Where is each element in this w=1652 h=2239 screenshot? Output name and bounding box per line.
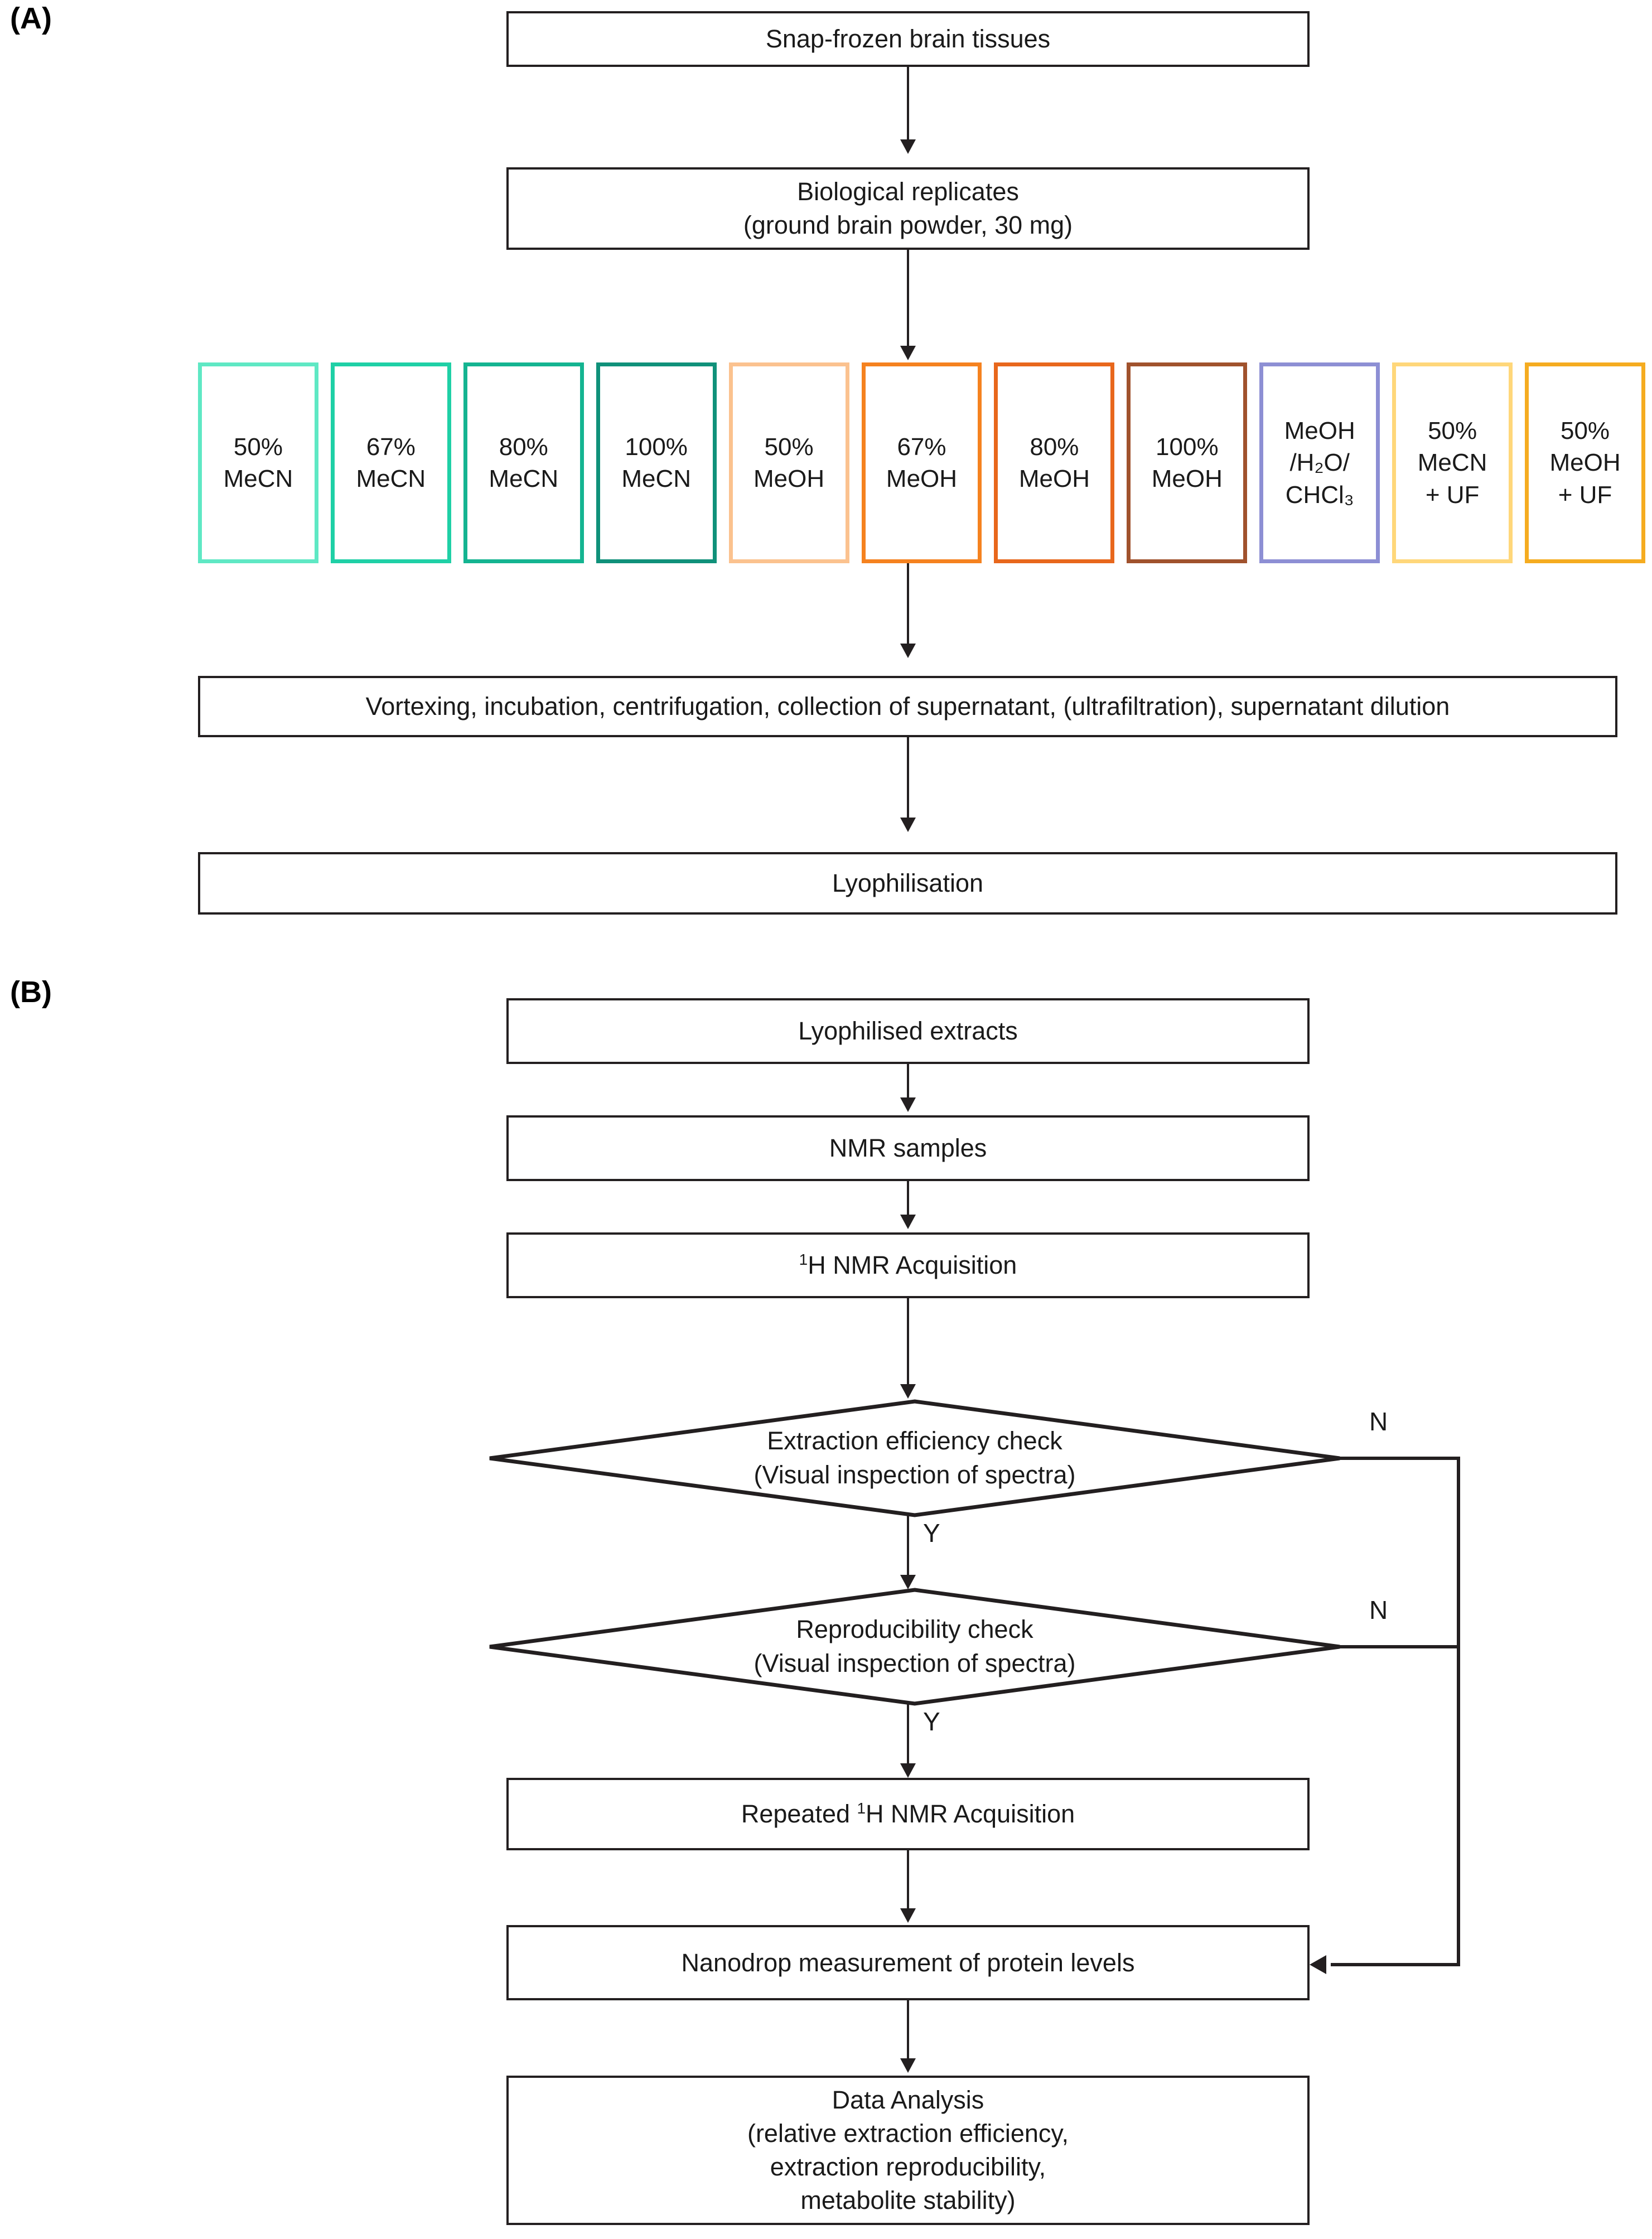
branch-label-reproducibility-yes: Y [923,1707,940,1736]
connector-reproducibility-no-horizontal [1339,1645,1460,1648]
solvent-box-4-line2: MeOH [753,465,825,492]
solvent-box-6: 80% MeOH [994,362,1115,563]
box-lyophilised-extracts: Lyophilised extracts [506,998,1310,1064]
connector-tissues-to-replicates [907,67,909,143]
solvent-box-2: 80% MeCN [463,362,584,563]
arrowhead-reproducibility-yes [900,1763,916,1778]
solvent-box-1-line2: MeCN [356,465,426,492]
solvent-box-7-line2: MeOH [1151,465,1223,492]
solvent-box-8-line2: /H₂O/ [1289,449,1350,477]
connector-processing-to-lyophilisation [907,737,909,821]
box-biological-replicates-line2: (ground brain powder, 30 mg) [743,211,1073,239]
arrowhead-tissues-to-replicates [900,139,916,154]
solvent-box-3: 100% MeCN [596,362,717,563]
decision-reproducibility-shape [489,1588,1340,1706]
solvent-box-8: MeOH/H₂O/CHCl₃ [1259,362,1380,563]
solvent-box-0-line2: MeCN [223,465,293,492]
connector-efficiency-no-horizontal [1339,1457,1460,1460]
arrowhead-no-return-into-nanodrop [1310,1955,1326,1974]
solvent-box-1-line1: 67% [366,433,416,461]
panel-b-label: (B) [10,975,52,1009]
arrowhead-nanodrop-to-data-analysis [900,2058,916,2073]
decision-reproducibility-check: Reproducibility check (Visual inspection… [488,1588,1341,1706]
solvent-box-10-line2: MeOH [1549,449,1621,477]
connector-solvents-to-processing [907,563,909,647]
decision-extraction-efficiency-check: Extraction efficiency check (Visual insp… [488,1399,1341,1517]
solvent-box-10-line1: 50% [1560,417,1610,445]
solvent-box-6-line2: MeOH [1018,465,1090,492]
arrowhead-processing-to-lyophilisation [900,818,916,832]
box-data-analysis-line2: (relative extraction efficiency, [747,2119,1069,2148]
box-data-analysis: Data Analysis (relative extraction effic… [506,2076,1310,2225]
h-nmr-superscript: 1 [799,1251,808,1269]
solvent-box-6-line1: 80% [1030,433,1079,461]
solvent-box-5: 67% MeOH [861,362,982,563]
solvent-box-5-line1: 67% [897,433,946,461]
solvent-box-4: 50% MeOH [728,362,849,563]
branch-label-reproducibility-no: N [1369,1595,1388,1624]
arrowhead-extracts-to-nmr-samples [900,1097,916,1112]
solvent-box-8-line1: MeOH [1284,417,1355,445]
solvent-box-9: 50% MeCN + UF [1392,362,1513,563]
solvent-box-8-line3: CHCl₃ [1285,481,1354,509]
arrowhead-replicates-to-solvents [900,346,916,360]
box-biological-replicates: Biological replicates (ground brain powd… [506,167,1310,250]
solvent-box-9-line1: 50% [1428,417,1477,445]
solvent-box-1: 67% MeCN [330,362,451,563]
box-h-nmr-acquisition: 1H NMR Acquisition [506,1232,1310,1298]
solvent-box-3-line1: 100% [625,433,688,461]
box-data-analysis-line1: Data Analysis [832,2086,984,2115]
arrowhead-solvents-to-processing [900,644,916,658]
panel-a-label: (A) [10,2,52,35]
solvent-box-7: 100% MeOH [1127,362,1248,563]
solvent-box-10-line3: + UF [1558,481,1612,509]
repeated-h-nmr-label: H NMR Acquisition [866,1800,1075,1829]
connector-efficiency-yes-vertical [907,1513,909,1578]
box-nmr-samples: NMR samples [506,1115,1310,1181]
connector-no-return-bus-horizontal [1331,1963,1460,1966]
branch-label-efficiency-no: N [1369,1407,1388,1436]
branch-label-efficiency-yes: Y [923,1519,940,1548]
arrowhead-acquisition-to-efficiency-check [900,1384,916,1399]
repeated-prefix-label: Repeated [741,1800,857,1829]
solvent-box-2-line2: MeCN [489,465,559,492]
repeated-h-nmr-superscript: 1 [857,1800,866,1817]
connector-repeated-to-nanodrop [907,1850,909,1912]
h-nmr-acquisition-label: H NMR Acquisition [808,1251,1017,1280]
solvent-box-7-line1: 100% [1156,433,1219,461]
connector-reproducibility-yes-vertical [907,1702,909,1767]
connector-no-return-bus-vertical [1457,1457,1460,1965]
arrowhead-nmr-samples-to-acquisition [900,1215,916,1229]
connector-acquisition-to-efficiency-check [907,1298,909,1387]
arrowhead-repeated-to-nanodrop [900,1908,916,1923]
arrowhead-efficiency-yes [900,1575,916,1589]
box-data-analysis-line4: metabolite stability) [800,2185,1016,2214]
solvent-box-0: 50% MeCN [198,362,318,563]
solvent-box-3-line2: MeCN [621,465,692,492]
box-nanodrop-measurement: Nanodrop measurement of protein levels [506,1925,1310,2000]
solvent-box-5-line2: MeOH [886,465,958,492]
decision-extraction-efficiency-shape [489,1399,1340,1517]
solvent-box-0-line1: 50% [233,433,283,461]
box-data-analysis-line3: extraction reproducibility, [770,2153,1046,2181]
solvent-box-4-line1: 50% [764,433,814,461]
solvent-box-9-line3: + UF [1425,481,1480,509]
connector-extracts-to-nmr-samples [907,1064,909,1101]
solvent-box-2-line1: 80% [499,433,548,461]
connector-nmr-samples-to-acquisition [907,1181,909,1218]
connector-nanodrop-to-data-analysis [907,2000,909,2062]
box-sample-processing: Vortexing, incubation, centrifugation, c… [198,676,1617,737]
solvent-box-9-line2: MeCN [1417,449,1487,477]
solvent-box-10: 50% MeOH + UF [1525,362,1645,563]
box-snap-frozen-brain-tissues: Snap-frozen brain tissues [506,11,1310,67]
box-biological-replicates-line1: Biological replicates [797,177,1019,206]
box-repeated-h-nmr-acquisition: Repeated 1H NMR Acquisition [506,1778,1310,1850]
box-lyophilisation: Lyophilisation [198,852,1617,915]
connector-replicates-to-solvents [907,250,909,349]
